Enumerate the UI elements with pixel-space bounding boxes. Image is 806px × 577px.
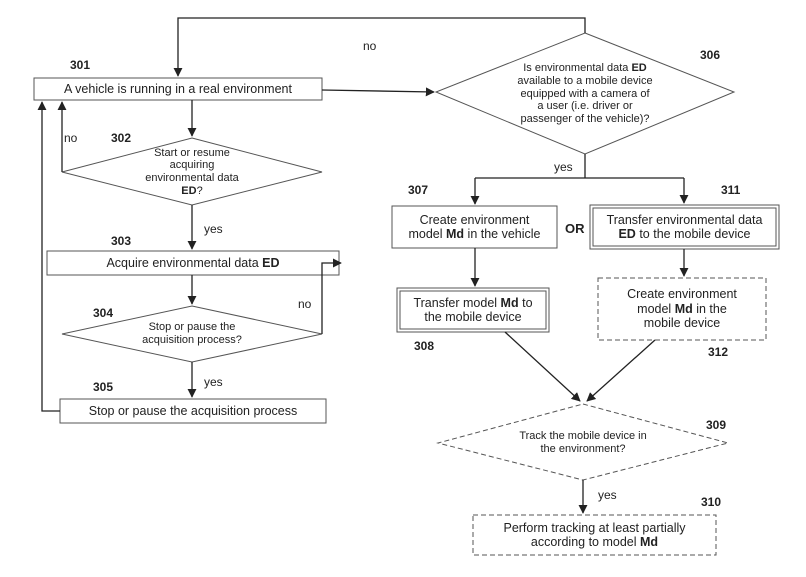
step-307-md: Md	[446, 227, 465, 241]
step-308-line-1a: Transfer model	[413, 295, 498, 310]
box-311-inner	[592, 207, 777, 247]
step-number-303: 303	[111, 234, 132, 248]
step-306-text: Is environmental data ED available to a …	[490, 56, 680, 132]
box-305	[59, 398, 327, 424]
step-307-text: Create environment model Md in the vehic…	[392, 206, 557, 248]
box-308-inner	[399, 290, 547, 330]
step-308-line-1c: to	[522, 295, 533, 310]
step-306-ed: ED	[631, 62, 647, 75]
step-302-text: Start or resume acquiring environmental …	[122, 144, 262, 200]
step-304-line-1: Stop or pause the	[148, 321, 236, 334]
step-309-line-1: Track the mobile device in	[519, 430, 647, 443]
box-301	[33, 77, 323, 101]
step-310-text: Perform tracking at least partially acco…	[473, 515, 716, 555]
step-306-line-1a: Is environmental data	[523, 62, 629, 75]
step-308-md: Md	[500, 295, 519, 310]
step-307-line-2c: in the vehicle	[467, 227, 541, 241]
edge-308-to-309	[504, 331, 581, 402]
step-number-310: 310	[701, 495, 722, 509]
edge-label-no-304: no	[298, 297, 312, 311]
step-302-line-1: Start or resume	[154, 146, 230, 159]
step-number-305: 305	[93, 380, 114, 394]
step-302-ed: ED	[181, 184, 197, 197]
step-309-line-2: the environment?	[540, 443, 626, 455]
step-308-line-2: the mobile device	[424, 310, 522, 324]
step-number-308: 308	[414, 339, 435, 353]
step-311-line-2b: to the mobile device	[639, 227, 751, 241]
step-304-text: Stop or pause the acquisition process?	[112, 318, 272, 350]
step-311-text: Transfer environmental data ED to the mo…	[593, 208, 776, 246]
edge-label-yes-309: yes	[598, 488, 617, 502]
step-312-line-3: mobile device	[643, 316, 721, 331]
box-303	[46, 250, 340, 276]
step-number-312: 312	[708, 345, 729, 359]
step-311-line-2: ED to the mobile device	[618, 227, 750, 241]
step-303-label: Acquire environmental data	[106, 255, 259, 270]
step-306-line-2: available to a mobile device	[517, 75, 653, 88]
or-label: OR	[565, 221, 585, 236]
step-306-line-5: passenger of the vehicle)?	[520, 112, 650, 125]
step-302-line-4: ED?	[181, 185, 202, 198]
step-312-line-2a: model	[637, 301, 672, 316]
step-312-line-1: Create environment	[627, 287, 737, 302]
step-309-text: Track the mobile device in the environme…	[498, 425, 668, 461]
box-310	[472, 514, 717, 556]
step-310-line-2a: according to model	[530, 535, 637, 549]
step-302-line-3: environmental data	[145, 172, 239, 184]
step-310-md: Md	[640, 535, 659, 549]
step-307-line-2a: model	[408, 227, 443, 241]
step-302-qmark: ?	[196, 184, 203, 197]
box-307	[391, 205, 558, 249]
step-306-line-1: Is environmental data ED	[523, 62, 647, 75]
step-306-line-3: equipped with a camera of	[520, 87, 650, 100]
edge-306-no-to-301	[173, 17, 586, 77]
edge-304-no-to-303	[321, 258, 342, 334]
step-301-text: A vehicle is running in a real environme…	[64, 81, 292, 96]
step-number-304: 304	[93, 306, 114, 320]
edge-312-to-309	[586, 339, 656, 402]
edge-305-to-301	[37, 101, 60, 412]
step-number-307: 307	[408, 183, 429, 197]
step-312-md: Md	[674, 301, 693, 316]
step-311-ed: ED	[618, 227, 636, 241]
edge-label-yes-302: yes	[204, 222, 223, 236]
step-number-301: 301	[70, 58, 91, 72]
step-302-line-2: acquiring	[169, 159, 215, 172]
edge-label-yes-304: yes	[204, 375, 223, 389]
step-311-line-1: Transfer environmental data	[606, 212, 763, 227]
step-308-line-1: Transfer model Md to	[413, 296, 532, 310]
edge-label-yes-306: yes	[554, 160, 573, 174]
step-303-ed: ED	[262, 255, 280, 270]
step-306-line-4: a user (i.e. driver or	[537, 100, 633, 113]
box-308-outer	[396, 287, 550, 333]
step-312-line-2: model Md in the	[637, 302, 727, 316]
step-310-line-2: according to model Md	[531, 535, 658, 549]
step-307-line-1: Create environment	[419, 212, 530, 227]
step-number-311: 311	[721, 183, 741, 197]
step-number-309: 309	[706, 418, 727, 432]
step-310-line-1: Perform tracking at least partially	[503, 520, 686, 535]
step-303-text: Acquire environmental data ED	[47, 251, 339, 275]
edge-301-to-306	[321, 87, 435, 97]
step-number-306: 306	[700, 48, 721, 62]
edge-label-no-302: no	[64, 131, 78, 145]
step-312-line-2c: in the	[696, 301, 727, 316]
step-305-text: Stop or pause the acquisition process	[88, 403, 298, 418]
edge-label-no-top: no	[363, 39, 377, 53]
box-312	[597, 277, 767, 341]
step-307-line-2: model Md in the vehicle	[408, 227, 540, 241]
step-number-302: 302	[111, 131, 132, 145]
box-311-outer	[589, 204, 780, 250]
step-304-line-2: acquisition process?	[142, 334, 242, 346]
step-312-text: Create environment model Md in the mobil…	[598, 278, 766, 340]
step-308-text: Transfer model Md to the mobile device	[400, 291, 546, 329]
